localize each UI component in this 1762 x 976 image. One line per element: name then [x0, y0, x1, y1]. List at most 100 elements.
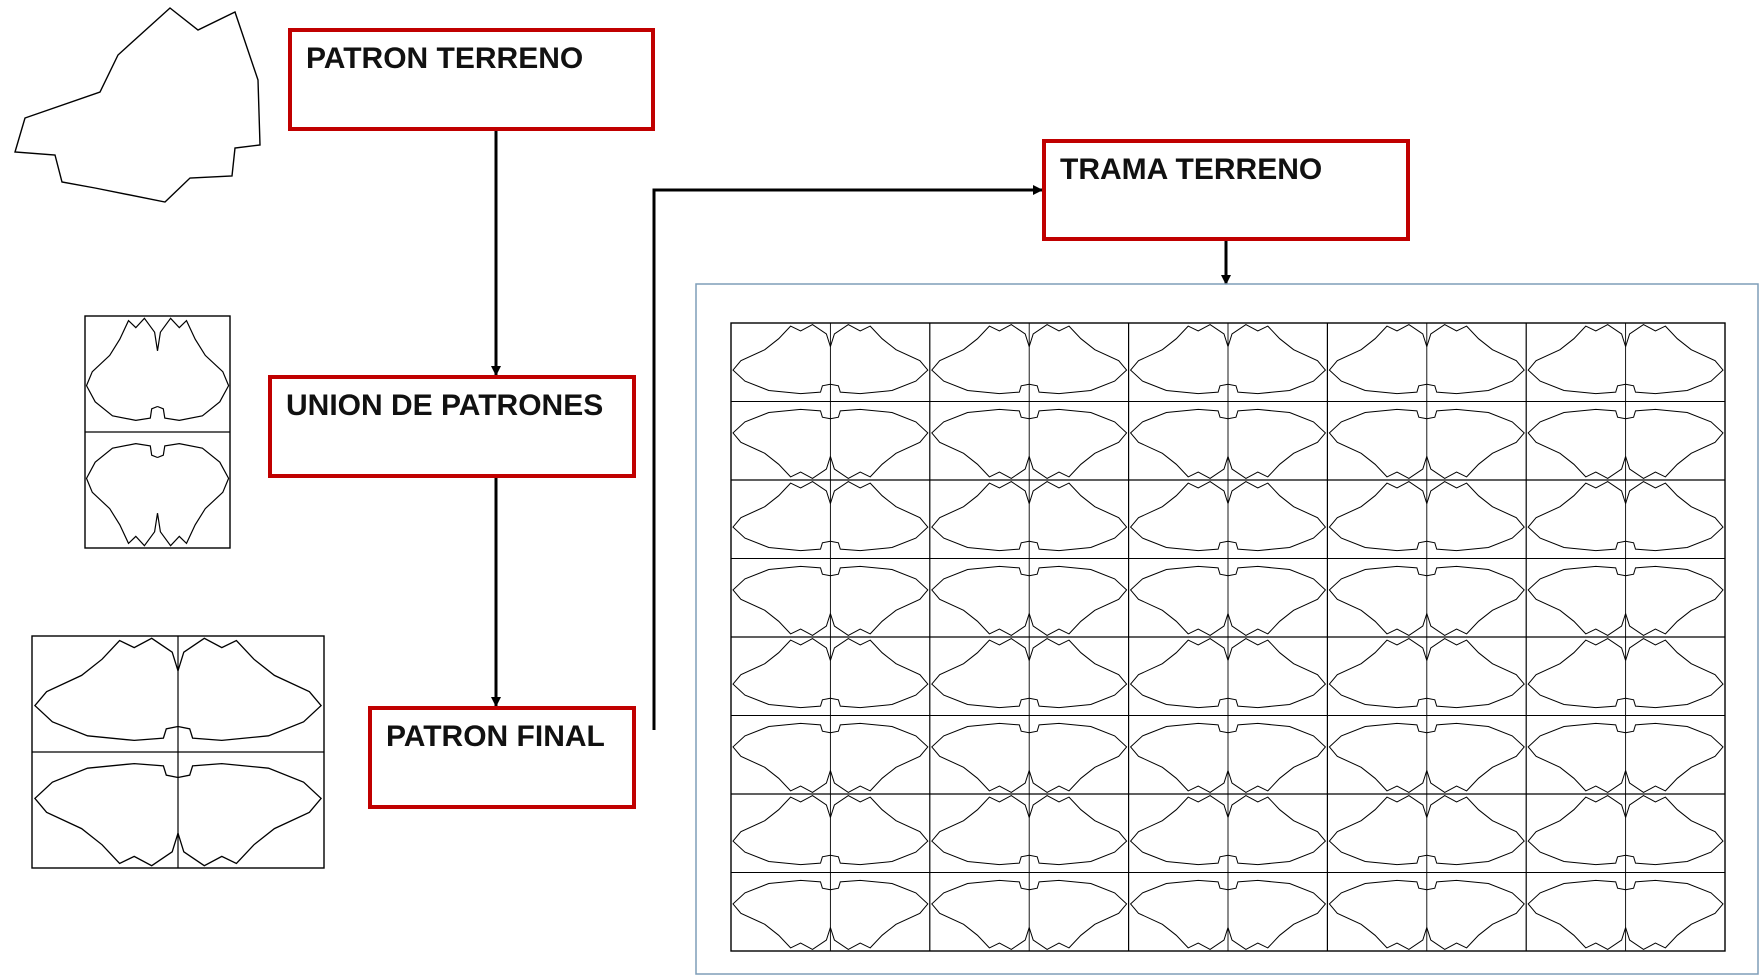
pattern-motif	[1129, 722, 1229, 793]
trama-frame	[695, 283, 1759, 975]
pattern-motif	[1129, 408, 1229, 479]
pattern-motif	[1625, 565, 1724, 636]
pattern-motif	[931, 324, 1030, 395]
pattern-motif	[829, 795, 929, 866]
pattern-motif	[1227, 324, 1327, 395]
pattern-motif	[931, 481, 1030, 552]
pattern-motif	[1426, 795, 1525, 866]
pattern-motif	[1426, 408, 1525, 479]
pattern-motif	[1625, 795, 1724, 866]
pattern-motif	[1527, 565, 1627, 636]
pattern-motif	[1328, 565, 1428, 636]
pattern-motif	[1227, 795, 1327, 866]
pattern-motif	[1527, 408, 1627, 479]
pattern-motif	[1328, 481, 1428, 552]
pattern-motif	[1227, 879, 1327, 950]
pattern-motif	[829, 879, 929, 950]
pattern-motif	[1227, 481, 1327, 552]
pattern-motif	[1625, 408, 1724, 479]
pattern-motif	[1129, 565, 1229, 636]
arrow-final-to-trama	[652, 185, 1043, 730]
pattern-motif	[1625, 324, 1724, 395]
pattern-motif	[177, 637, 322, 742]
pattern-motif	[1328, 795, 1428, 866]
pattern-motif	[85, 442, 159, 547]
union-de-patrones-label: UNION DE PATRONES	[286, 389, 604, 422]
pattern-motif	[732, 795, 831, 866]
pattern-motif	[829, 408, 929, 479]
pattern-motif	[732, 638, 831, 709]
pattern-motif	[931, 879, 1030, 950]
pattern-motif	[1028, 324, 1128, 395]
pattern-motif	[1527, 324, 1627, 395]
pattern-motif	[732, 722, 831, 793]
pattern-motif	[1028, 638, 1128, 709]
pattern-motif	[1328, 722, 1428, 793]
pattern-motif	[931, 408, 1030, 479]
pattern-motif	[1527, 795, 1627, 866]
pattern-motif	[156, 317, 230, 422]
pattern-motif	[829, 722, 929, 793]
pattern-motif	[156, 442, 230, 547]
pattern-motif	[1129, 795, 1229, 866]
pattern-motif	[1328, 324, 1428, 395]
trama-terreno-box: TRAMA TERRENO	[1042, 139, 1410, 241]
pattern-motif	[1028, 795, 1128, 866]
pattern-motif	[732, 879, 831, 950]
pattern-motif	[1028, 565, 1128, 636]
pattern-motif	[177, 762, 322, 867]
pattern-motif	[829, 638, 929, 709]
patron-terreno-label: PATRON TERRENO	[306, 42, 584, 75]
pattern-motif	[931, 722, 1030, 793]
pattern-motif	[1426, 879, 1525, 950]
pattern-motif	[1625, 879, 1724, 950]
pattern-motif	[1426, 324, 1525, 395]
pattern-motif	[931, 638, 1030, 709]
pattern-motif	[1426, 638, 1525, 709]
pattern-motif	[1328, 638, 1428, 709]
pattern-motif	[1328, 879, 1428, 950]
patron-final-label: PATRON FINAL	[386, 720, 605, 753]
pattern-motif	[1227, 408, 1327, 479]
pattern-motif	[1527, 722, 1627, 793]
pattern-motif	[1426, 481, 1525, 552]
pattern-motif	[1129, 638, 1229, 709]
pattern-motif	[1028, 481, 1128, 552]
pattern-motif	[1426, 565, 1525, 636]
pattern-motif	[1527, 481, 1627, 552]
pattern-motif	[1129, 481, 1229, 552]
patron-terreno-box: PATRON TERRENO	[288, 28, 655, 131]
pattern-motif	[1328, 408, 1428, 479]
pattern-motif	[34, 637, 179, 742]
pattern-motif	[1527, 879, 1627, 950]
pattern-motif	[1129, 879, 1229, 950]
pattern-motif	[732, 565, 831, 636]
union-pattern-thumbnail	[84, 315, 231, 549]
trama-terreno-grid	[730, 322, 1726, 952]
pattern-motif	[829, 324, 929, 395]
final-pattern-thumbnail	[31, 635, 325, 869]
pattern-motif	[1227, 565, 1327, 636]
pattern-motif	[931, 795, 1030, 866]
pattern-motif	[1028, 408, 1128, 479]
pattern-motif	[732, 324, 831, 395]
pattern-motif	[1028, 722, 1128, 793]
union-de-patrones-box: UNION DE PATRONES	[268, 375, 636, 478]
pattern-motif	[1625, 722, 1724, 793]
pattern-motif	[1028, 879, 1128, 950]
pattern-motif	[1227, 638, 1327, 709]
pattern-motif	[1527, 638, 1627, 709]
pattern-motif	[1625, 638, 1724, 709]
pattern-motif	[829, 565, 929, 636]
pattern-motif	[85, 317, 159, 422]
pattern-motif	[931, 565, 1030, 636]
pattern-motif	[829, 481, 929, 552]
pattern-motif	[34, 762, 179, 867]
trama-terreno-label: TRAMA TERRENO	[1060, 153, 1323, 186]
pattern-motif	[1625, 481, 1724, 552]
pattern-motif	[732, 408, 831, 479]
patron-final-box: PATRON FINAL	[368, 706, 636, 809]
pattern-motif	[732, 481, 831, 552]
pattern-motif	[1426, 722, 1525, 793]
